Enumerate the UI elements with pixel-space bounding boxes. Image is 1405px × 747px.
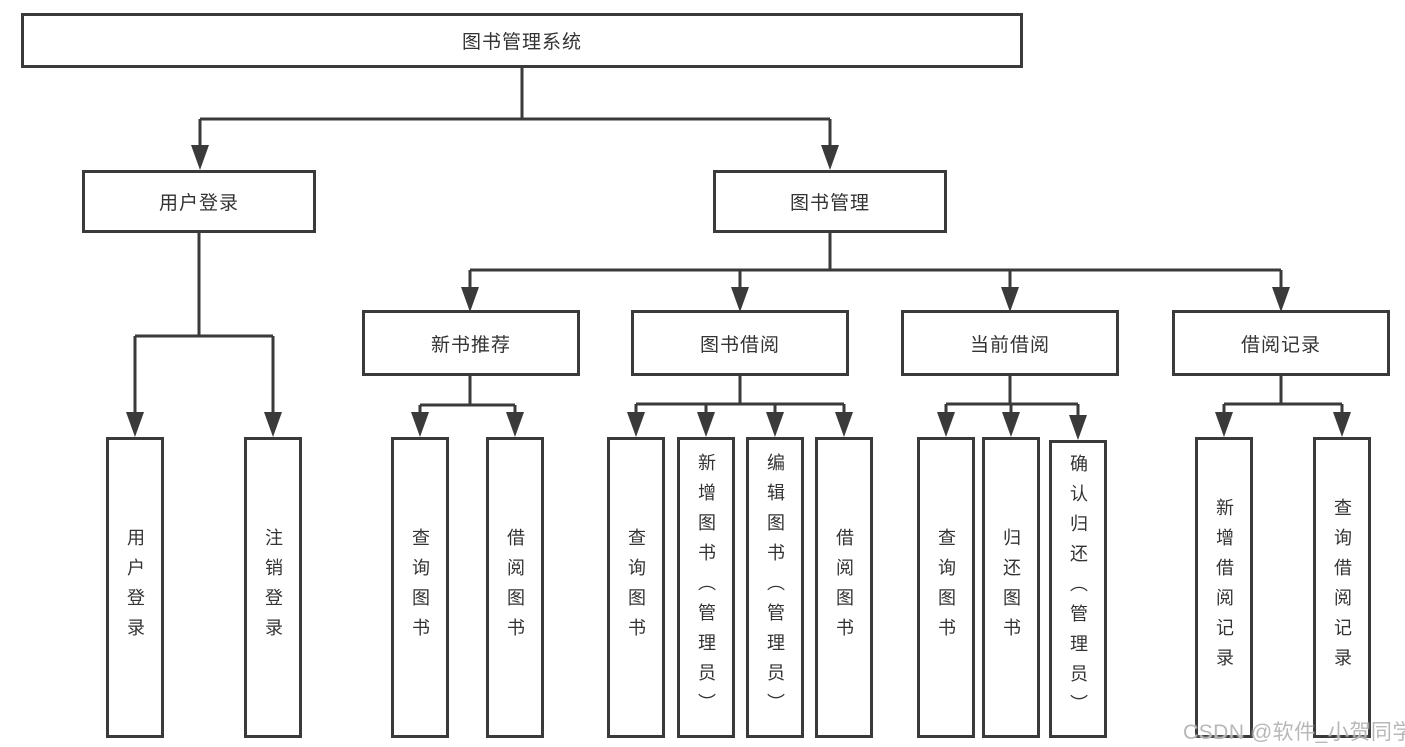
- leaf-query-borrow-record: 查询借阅记录: [1313, 437, 1371, 738]
- leaf-borrow-books: 借阅图书: [815, 437, 873, 738]
- node-library-management-system: 图书管理系统: [21, 13, 1023, 68]
- arrow-down-icon: [1001, 287, 1019, 312]
- arrow-down-icon: [835, 412, 853, 437]
- arrowheads: [126, 145, 1351, 440]
- node-book-management: 图书管理: [713, 170, 947, 233]
- arrow-down-icon: [697, 412, 715, 437]
- node-current-borrow: 当前借阅: [901, 310, 1119, 376]
- node-new-book-recommend: 新书推荐: [362, 310, 580, 376]
- leaf-add-books-admin: 新增图书（管理员）: [677, 437, 735, 738]
- arrow-down-icon: [191, 145, 209, 170]
- arrow-down-icon: [937, 412, 955, 437]
- arrow-down-icon: [766, 412, 784, 437]
- leaf-query-books: 查询图书: [607, 437, 665, 738]
- arrow-down-icon: [1215, 412, 1233, 437]
- arrow-down-icon: [1002, 412, 1020, 437]
- leaf-borrow-books: 借阅图书: [486, 437, 544, 738]
- leaf-query-books: 查询图书: [917, 437, 975, 738]
- leaf-edit-books-admin: 编辑图书（管理员）: [746, 437, 804, 738]
- node-user-login: 用户登录: [82, 170, 316, 233]
- leaf-confirm-return-admin: 确认归还（管理员）: [1049, 440, 1107, 738]
- leaf-query-books: 查询图书: [391, 437, 449, 738]
- leaf-logout: 注销登录: [244, 437, 302, 738]
- leaf-return-books: 归还图书: [982, 437, 1040, 738]
- leaf-add-borrow-record: 新增借阅记录: [1195, 437, 1253, 738]
- arrow-down-icon: [264, 412, 282, 437]
- arrow-down-icon: [411, 412, 429, 437]
- leaf-user-login: 用户登录: [106, 437, 164, 738]
- arrow-down-icon: [627, 412, 645, 437]
- arrow-down-icon: [1272, 287, 1290, 312]
- connector-paths: [133, 68, 1344, 420]
- arrow-down-icon: [126, 412, 144, 437]
- arrow-down-icon: [506, 412, 524, 437]
- arrow-down-icon: [461, 287, 479, 312]
- csdn-watermark: CSDN @软件_小贺同学: [1183, 721, 1405, 744]
- arrow-down-icon: [1069, 415, 1087, 440]
- arrow-down-icon: [731, 287, 749, 312]
- arrow-down-icon: [1333, 412, 1351, 437]
- node-book-borrow: 图书借阅: [631, 310, 849, 376]
- arrow-down-icon: [821, 145, 839, 170]
- node-borrow-record: 借阅记录: [1172, 310, 1390, 376]
